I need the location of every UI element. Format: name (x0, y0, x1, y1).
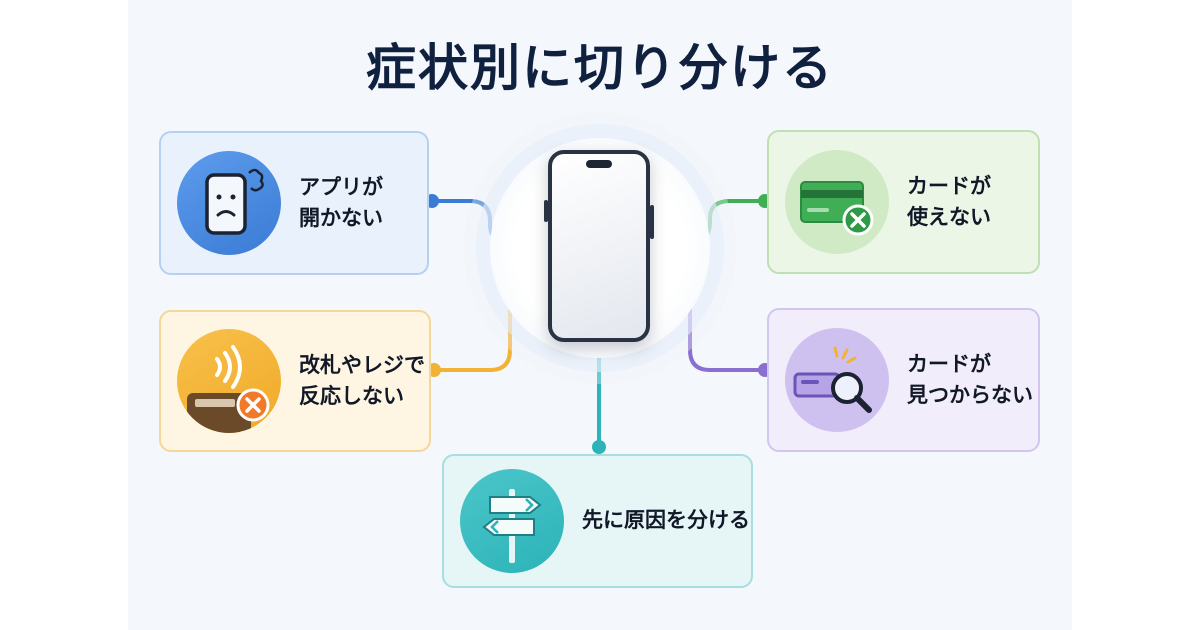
card-reader-line1: 改札やレジで (299, 352, 425, 377)
card-find-line1: カードが (907, 351, 991, 376)
card-app-wont-open[interactable]: アプリが 開かない (159, 131, 429, 275)
card-card-unusable[interactable]: カードが 使えない (767, 130, 1040, 274)
card-app-line1: アプリが (299, 174, 383, 199)
card-card-line2: 使えない (907, 205, 991, 229)
card-card-not-found[interactable]: カードが 見つからない (767, 308, 1040, 452)
card-app-line2: 開かない (299, 206, 383, 230)
phone-side-button (650, 205, 654, 239)
card-card-line1: カードが (907, 173, 991, 198)
diagram-title: 症状別に切り分ける (366, 39, 834, 97)
smartphone-icon (548, 150, 650, 342)
card-search-icon (785, 328, 889, 432)
phone-notch (586, 160, 612, 168)
card-reader-line2: 反応しない (299, 384, 404, 408)
card-separate-causes[interactable]: 先に原因を分ける (442, 454, 753, 588)
phone-side-button (544, 200, 548, 222)
sad-phone-icon (177, 151, 281, 255)
card-reader-error-icon (177, 329, 281, 433)
signpost-icon (460, 469, 564, 573)
card-reader-no-response[interactable]: 改札やレジで 反応しない (159, 310, 431, 452)
card-error-icon (785, 150, 889, 254)
card-find-line2: 見つからない (907, 383, 1033, 407)
connector-cause-dot (592, 440, 606, 454)
card-cause-line1: 先に原因を分ける (582, 508, 750, 533)
